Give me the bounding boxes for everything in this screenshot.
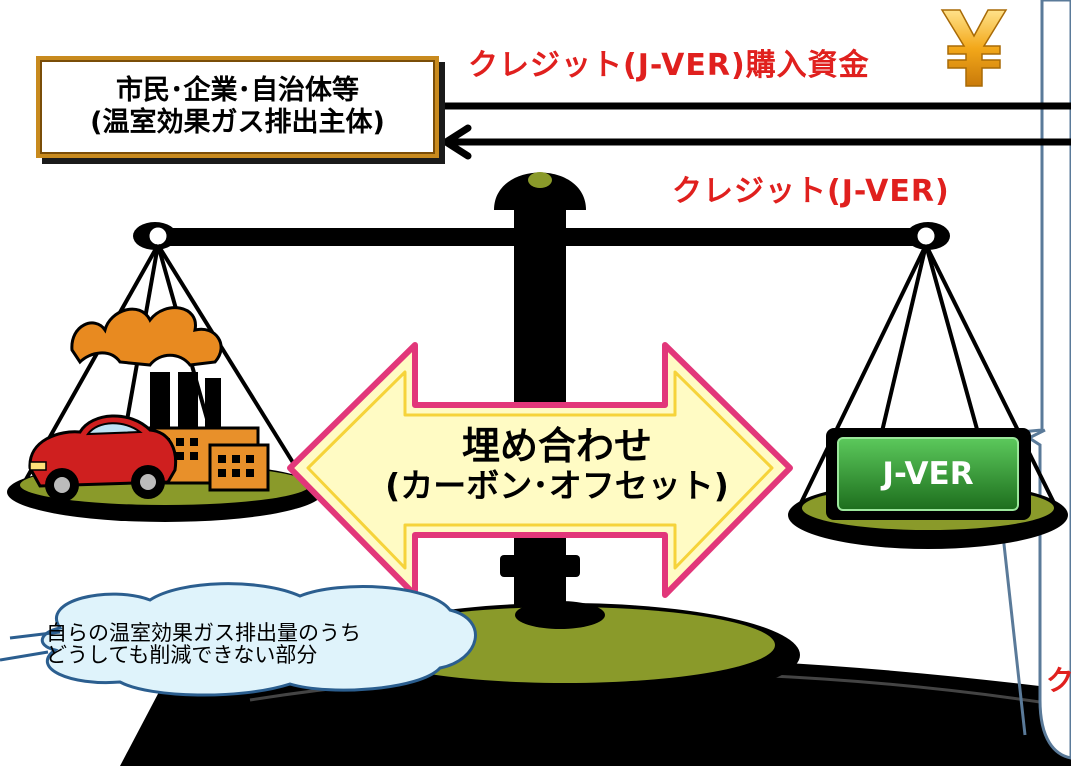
factory-icon (70, 306, 270, 492)
scale-hook-left (146, 224, 170, 248)
scale-pillar-ring (500, 555, 580, 577)
credit-funds-label: クレジット(J-VER)購入資金 (468, 48, 870, 83)
right-pan-strings (798, 244, 1057, 506)
offset-title: 埋め合わせ (461, 424, 652, 468)
offset-double-arrow-inner (306, 370, 774, 570)
scale-top-ornament (494, 172, 586, 210)
offset-arrow-text: 埋め合わせ (カーボン･オフセット) (342, 425, 772, 505)
jver-badge (837, 437, 1019, 511)
yen-icon (940, 9, 1008, 87)
callout-box (1015, 0, 1071, 760)
unavoidable-emissions-note: 自らの温室効果ガス排出量のうち どうしても削減できない部分 (46, 622, 466, 666)
offset-subtitle: (カーボン･オフセット) (385, 466, 729, 505)
emitter-entity-line1: 市民･企業･自治体等 (116, 75, 359, 106)
thought-cloud-tail (0, 630, 61, 662)
car-icon (28, 414, 178, 502)
unavoidable-emissions-line1: 自らの温室効果ガス排出量のうち (46, 621, 361, 645)
scale-base-top (515, 601, 605, 629)
scale-hook-right (914, 224, 938, 248)
jver-badge-label: J-VER (882, 456, 974, 492)
credit-arrow-head (439, 124, 472, 160)
emitter-entity-box: 市民･企業･自治体等 (温室効果ガス排出主体) (36, 56, 439, 158)
offset-double-arrow (287, 342, 793, 598)
emitter-entity-line2: (温室効果ガス排出主体) (90, 107, 385, 138)
credit-label: クレジット(J-VER) (672, 174, 950, 209)
unavoidable-emissions-line2: どうしても削減できない部分 (46, 643, 318, 667)
scale-top-dot (528, 172, 552, 188)
thought-cloud (41, 582, 477, 697)
callout-partial-char: ク (1046, 665, 1071, 696)
